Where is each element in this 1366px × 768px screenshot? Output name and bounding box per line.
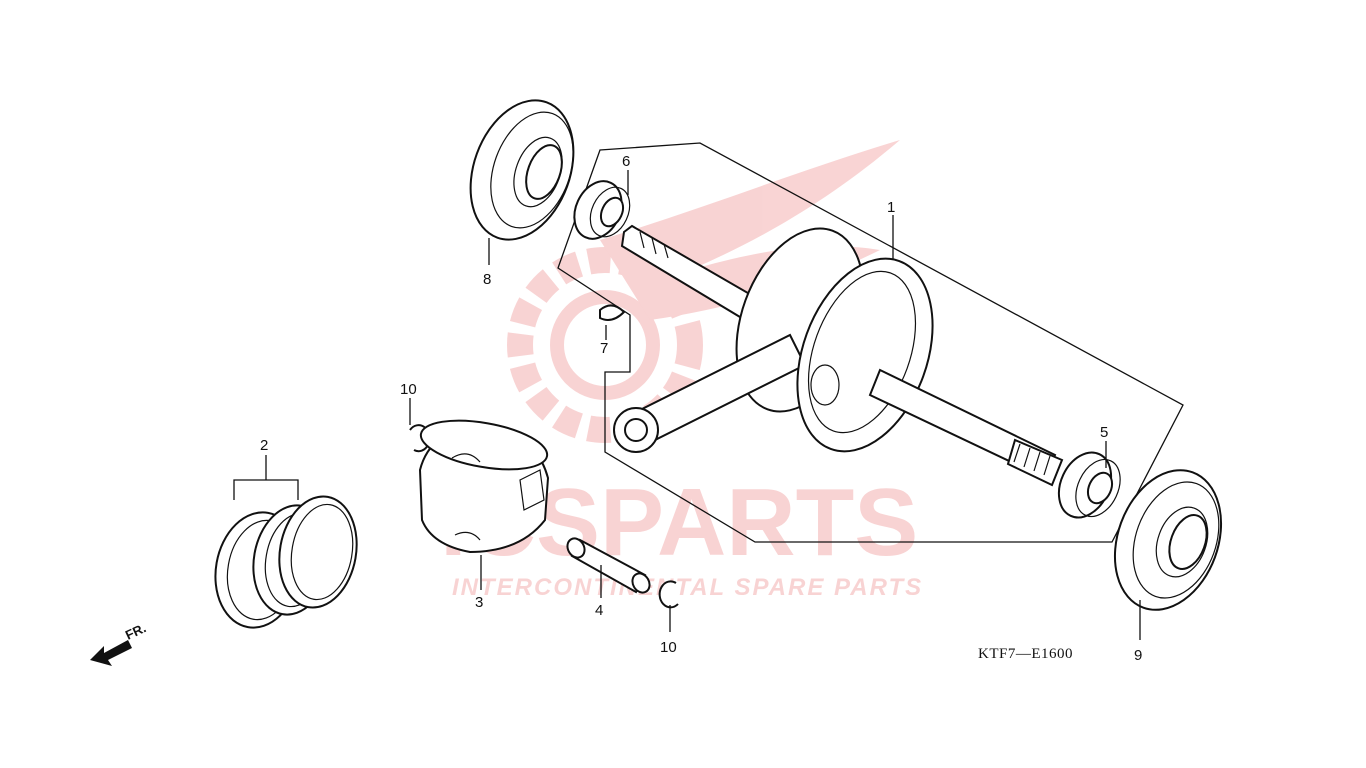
front-direction-marker: FR. <box>90 620 148 666</box>
piston-ring-set[interactable] <box>207 490 366 634</box>
needle-bearing-lower[interactable] <box>1049 444 1129 526</box>
callout-4: 4 <box>595 602 603 619</box>
woodruff-key[interactable] <box>599 304 626 321</box>
front-label: FR. <box>123 620 148 642</box>
callout-7: 7 <box>600 340 608 357</box>
callout-2: 2 <box>260 437 268 454</box>
crankshaft[interactable] <box>613 211 1064 487</box>
callout-9: 9 <box>1134 647 1142 664</box>
piston[interactable] <box>417 412 551 554</box>
assembly-outline <box>557 142 1184 543</box>
callout-3: 3 <box>475 594 483 611</box>
callout-6: 6 <box>622 153 630 170</box>
callout-1: 1 <box>887 199 895 216</box>
ball-bearing-right[interactable] <box>1096 455 1239 625</box>
callout-5: 5 <box>1100 424 1108 441</box>
callout-10-upper: 10 <box>400 381 417 398</box>
diagram-code: KTF7—E1600 <box>978 646 1073 662</box>
piston-pin[interactable] <box>564 535 653 595</box>
ball-bearing-left[interactable] <box>452 86 591 254</box>
arrow-left-icon <box>90 640 132 666</box>
piston-pin-clip-lower[interactable] <box>658 580 679 609</box>
needle-bearing-upper[interactable] <box>565 174 637 247</box>
callout-8: 8 <box>483 271 491 288</box>
watermark-tagline: INTERCONTINENTAL SPARE PARTS <box>452 574 923 601</box>
callout-10-lower: 10 <box>660 639 677 656</box>
leader-lines <box>233 170 1141 640</box>
